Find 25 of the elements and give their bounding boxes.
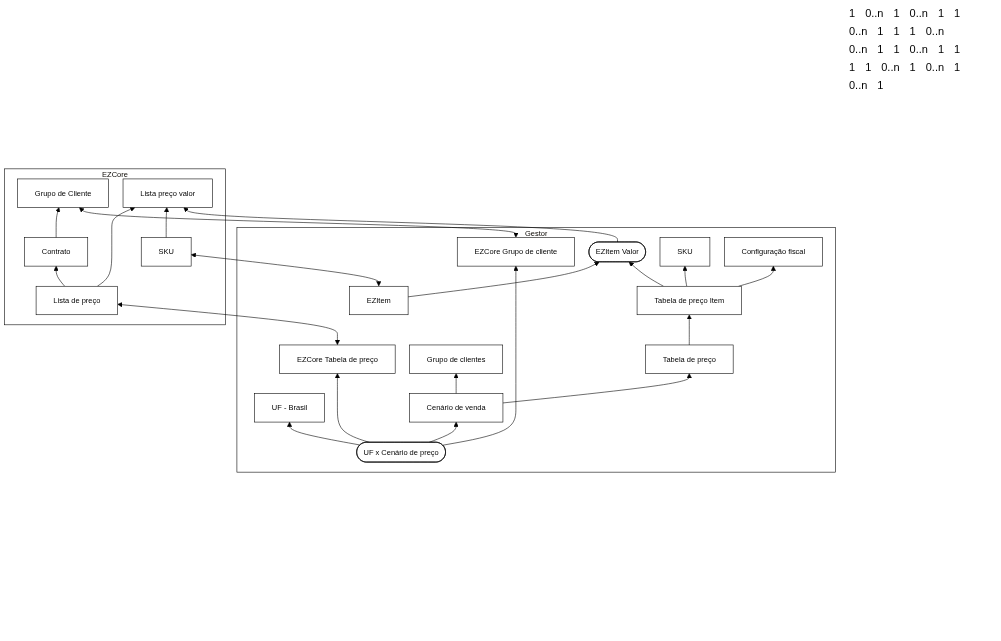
multiplicity-label: 0..n [924, 60, 946, 74]
multiplicity-label: 1 [876, 42, 885, 56]
multiplicity-label: 0..n [924, 24, 946, 38]
multiplicity-label: 0..n [908, 6, 929, 20]
multiplicity-label: 1 [876, 24, 885, 38]
multiplicity-label: 1 [848, 60, 857, 74]
multiplicity-label: 0..n [848, 42, 869, 56]
multiplicity-label: 1 [876, 78, 885, 92]
multiplicity-label: 1 [864, 60, 873, 74]
multiplicity-label: 0..n [848, 78, 869, 92]
multiplicity-label: 0..n [908, 42, 929, 56]
multiplicity-label: 1 [892, 42, 901, 56]
multiplicity-label: 0..n [864, 6, 885, 20]
multiplicity-label: 1 [908, 24, 917, 38]
multiplicity-label: 1 [892, 24, 901, 38]
multiplicity-label: 0..n [848, 24, 869, 38]
multiplicity-label: 1 [953, 42, 962, 56]
multiplicity-label: 0..n [880, 60, 901, 74]
multiplicity-label: 1 [892, 6, 901, 20]
multiplicity-label: 1 [936, 6, 946, 20]
multiplicity-label: 1 [848, 6, 857, 20]
multiplicity-label: 1 [953, 6, 962, 20]
multiplicity-label: 1 [908, 60, 917, 74]
multiplicity-label: 1 [953, 60, 962, 74]
multiplicity-label: 1 [936, 42, 946, 56]
